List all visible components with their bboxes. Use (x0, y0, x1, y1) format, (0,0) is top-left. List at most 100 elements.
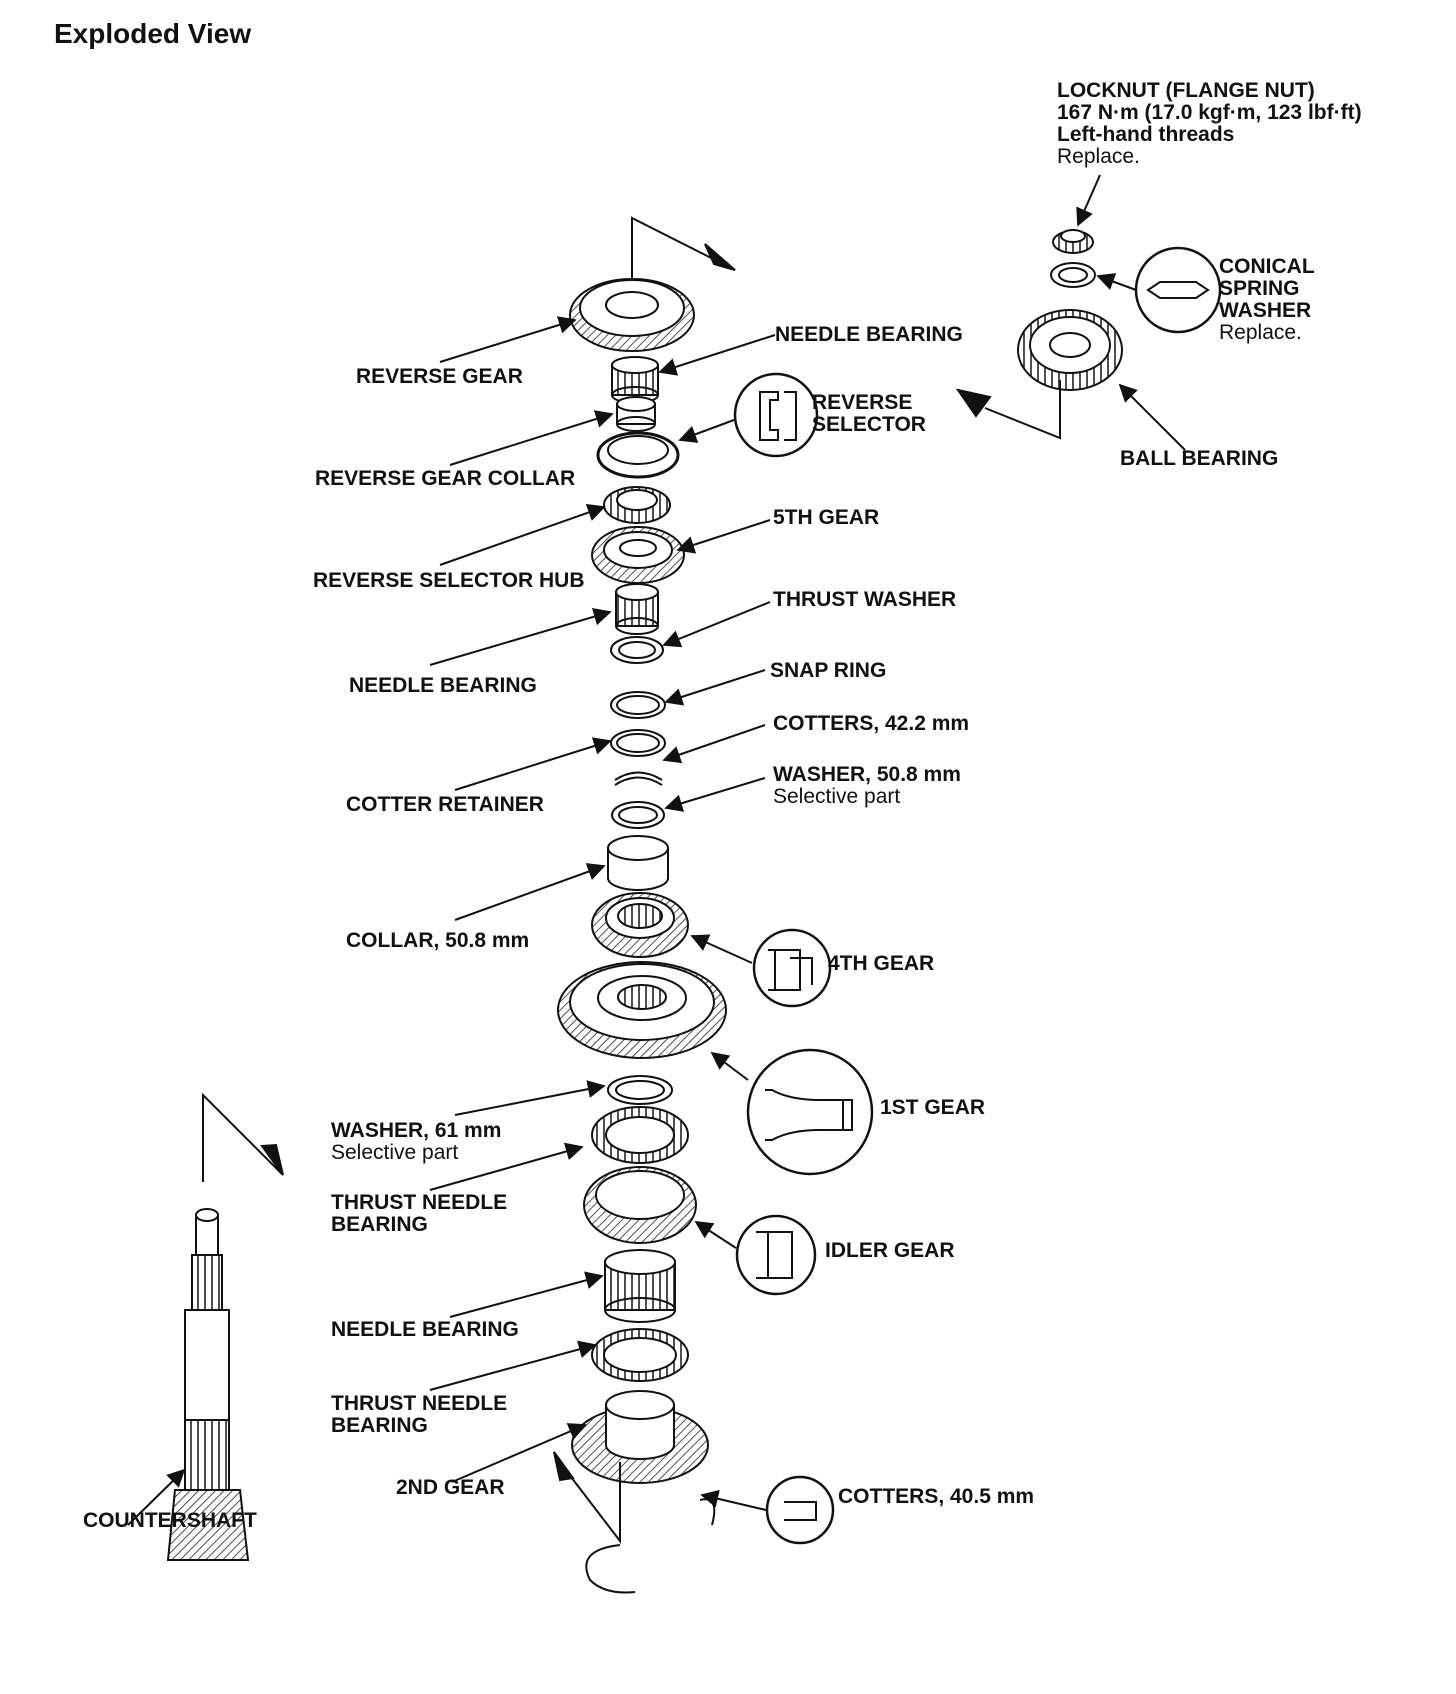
conical-spring-washer-detail (1134, 246, 1222, 334)
idler-gear-label: IDLER GEAR (825, 1239, 955, 1262)
cotters-40-5-detail (765, 1475, 835, 1545)
locknut-line-2: 167 N·m (17.0 kgf·m, 123 lbf·ft) (1057, 101, 1362, 124)
countershaft-part (166, 1208, 250, 1561)
thrust-needle-1-line-2: BEARING (331, 1213, 428, 1236)
snap-ring-label: SNAP RING (770, 659, 887, 682)
locknut-line-1: LOCKNUT (FLANGE NUT) (1057, 79, 1315, 102)
leader-washer-50-8 (664, 777, 766, 812)
axis-line-left (202, 1092, 284, 1182)
reverse-selector-hub-label: REVERSE SELECTOR HUB (313, 569, 585, 592)
fourth-gear (591, 892, 689, 958)
thrust-needle-1-line-1: THRUST NEEDLE (331, 1191, 508, 1214)
first-gear (557, 961, 727, 1059)
cotters-40-5 (585, 1498, 716, 1594)
page-title: Exploded View (54, 18, 252, 49)
cotters-42-label: COTTERS, 42.2 mm (773, 712, 970, 735)
thrust-washer-label: THRUST WASHER (773, 588, 957, 611)
needle-bearing-low (604, 1249, 676, 1323)
reverse-gear (569, 278, 695, 352)
washer-50-8-note: Selective part (773, 785, 901, 808)
leader-conical-washer (1096, 273, 1137, 291)
leader-cotters-40-5 (700, 1489, 767, 1511)
leader-thrust-needle-1 (429, 1142, 584, 1191)
washer-61 (607, 1075, 673, 1105)
leader-needle-bearing-low (449, 1271, 604, 1318)
needle-bearing-low-label: NEEDLE BEARING (331, 1318, 519, 1341)
collar-50-8-label: COLLAR, 50.8 mm (346, 929, 530, 952)
conical-washer-label: CONICAL SPRING WASHER Replace. (1219, 256, 1315, 344)
reverse-gear-collar (616, 396, 656, 432)
second-gear-label: 2ND GEAR (396, 1476, 505, 1499)
leader-ball-bearing (1118, 383, 1186, 451)
leader-collar-50-8 (454, 863, 606, 921)
cotters-40-5-label: COTTERS, 40.5 mm (838, 1485, 1035, 1508)
needle-bearing-top (611, 356, 659, 404)
cotters-42 (614, 771, 663, 786)
first-gear-detail (746, 1048, 874, 1176)
conical-washer-note: Replace. (1219, 321, 1302, 344)
thrust-needle-2-line-2: BEARING (331, 1414, 428, 1437)
leader-reverse-selector-hub (439, 503, 606, 566)
conical-washer-line-3: WASHER (1219, 299, 1312, 322)
fourth-gear-label: 4TH GEAR (828, 952, 935, 975)
needle-bearing-top-label: NEEDLE BEARING (775, 323, 963, 346)
reverse-selector-line-1: REVERSE (812, 391, 913, 414)
leader-reverse-selector (678, 419, 735, 443)
leader-cotters-42 (662, 724, 766, 764)
fifth-gear-label: 5TH GEAR (773, 506, 880, 529)
leader-needle-bearing-mid (429, 607, 612, 666)
washer-50-8 (611, 801, 665, 829)
axis-arrowhead-left (260, 1143, 284, 1176)
leader-fourth-gear (690, 934, 753, 964)
conical-spring-washer (1050, 262, 1096, 288)
thrust-needle-2-label: THRUST NEEDLE BEARING (331, 1393, 507, 1437)
leader-snap-ring (664, 669, 766, 706)
cotter-retainer-label: COTTER RETAINER (346, 793, 544, 816)
leader-second-gear (451, 1423, 587, 1483)
leader-thrust-washer (662, 601, 771, 648)
reverse-gear-label: REVERSE GEAR (356, 365, 523, 388)
locknut-note: Replace. (1057, 145, 1140, 168)
reverse-selector-detail (733, 372, 819, 458)
washer-50-8-line-1: WASHER, 50.8 mm (773, 763, 961, 786)
ball-bearing (1017, 309, 1123, 391)
axis-line-bottom (557, 1459, 621, 1544)
locknut-label: LOCKNUT (FLANGE NUT) 167 N·m (17.0 kgf·m… (1057, 80, 1362, 168)
idler-gear-detail (735, 1214, 817, 1296)
second-gear (571, 1390, 709, 1484)
idler-gear (583, 1166, 697, 1244)
countershaft-label: COUNTERSHAFT (83, 1509, 257, 1532)
locknut-line-3: Left-hand threads (1057, 123, 1235, 146)
washer-61-line-1: WASHER, 61 mm (331, 1119, 502, 1142)
reverse-selector (596, 431, 680, 479)
fifth-gear (591, 526, 685, 584)
axis-arrowhead-right (955, 388, 992, 418)
leader-fifth-gear (676, 519, 771, 554)
fourth-gear-detail (752, 928, 832, 1008)
thrust-washer (610, 636, 664, 664)
washer-50-8-label: WASHER, 50.8 mm Selective part (773, 764, 961, 808)
needle-bearing-mid-label: NEEDLE BEARING (349, 674, 537, 697)
first-gear-label: 1ST GEAR (880, 1096, 986, 1119)
leader-idler-gear (694, 1221, 737, 1249)
thrust-needle-bearing-2 (591, 1328, 689, 1382)
thrust-needle-1-label: THRUST NEEDLE BEARING (331, 1192, 507, 1236)
snap-ring (610, 691, 666, 719)
washer-61-label: WASHER, 61 mm Selective part (331, 1120, 501, 1164)
conical-washer-line-1: CONICAL (1219, 255, 1315, 278)
leader-countershaft (127, 1468, 186, 1526)
thrust-needle-2-line-1: THRUST NEEDLE (331, 1392, 508, 1415)
leader-washer-61 (454, 1080, 606, 1116)
needle-bearing-mid (615, 583, 659, 635)
leader-cotter-retainer (454, 737, 612, 791)
leader-first-gear (710, 1051, 749, 1081)
axis-line-right (984, 380, 1061, 440)
leader-needle-bearing-top (658, 334, 776, 376)
reverse-selector-hub (603, 486, 671, 524)
washer-61-note: Selective part (331, 1141, 459, 1164)
conical-washer-line-2: SPRING (1219, 277, 1300, 300)
ball-bearing-label: BALL BEARING (1120, 447, 1279, 470)
leader-reverse-gear (439, 316, 577, 363)
axis-arrowhead-bottom (553, 1451, 575, 1482)
